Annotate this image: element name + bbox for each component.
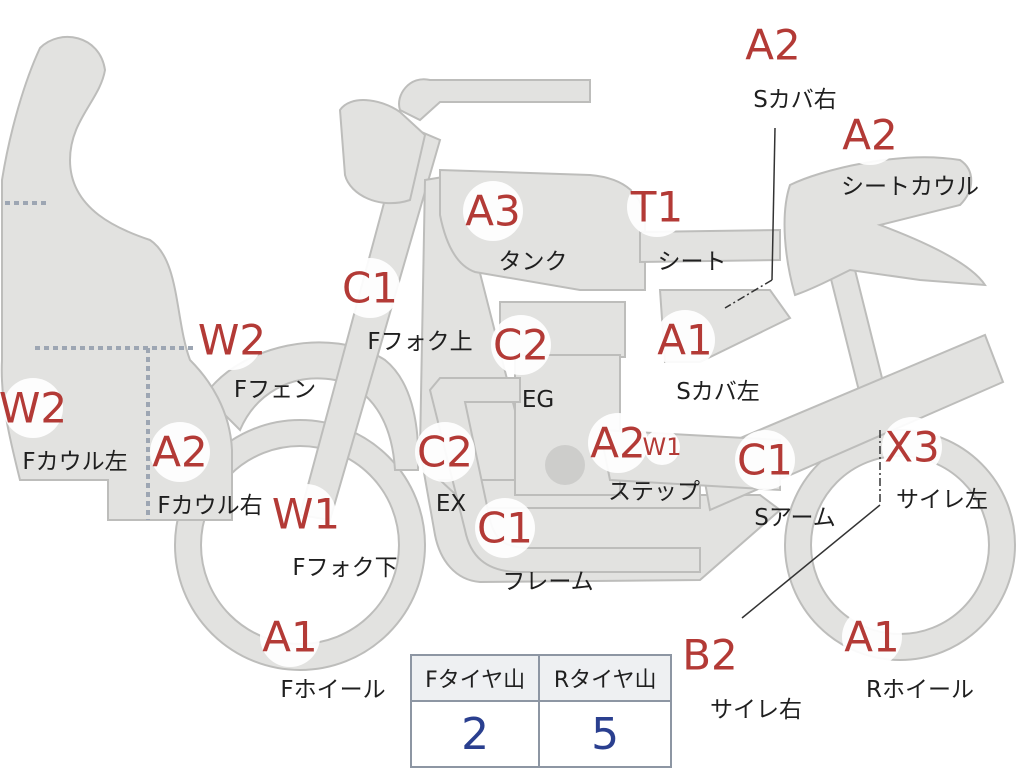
badge-fcowl-right: A2 <box>150 422 210 482</box>
label-fcowl-left: Fカウル左 <box>22 449 127 475</box>
badge-ffender: W2 <box>198 310 266 370</box>
badge-code: C1 <box>477 504 533 553</box>
badge-circle <box>415 422 475 482</box>
badge-code: A1 <box>262 613 317 662</box>
badge-frame: C1 <box>475 498 535 558</box>
badge-circle <box>588 413 648 473</box>
badge-code: C2 <box>417 428 473 477</box>
badge-code: A1 <box>844 613 899 662</box>
badge-circle <box>202 310 262 370</box>
rear-tyre-value: 5 <box>538 700 672 768</box>
badge-code: W2 <box>0 384 67 433</box>
label-fcowl-right: Fカウル右 <box>157 493 262 519</box>
badge-circle <box>150 422 210 482</box>
badge-rwheel: A1 <box>842 607 902 667</box>
badge-code: A1 <box>657 316 712 365</box>
badge-code: A2 <box>745 21 800 70</box>
label-step: ステップ <box>608 479 700 505</box>
seat-cowl-shape <box>783 156 987 297</box>
rear-tyre-header: Rタイヤ山 <box>538 654 672 702</box>
label-seat-cowl: シートカウル <box>841 174 979 200</box>
badge-circle <box>260 607 320 667</box>
badge-circle <box>276 484 336 544</box>
badge-exhaust: C2 <box>415 422 475 482</box>
badge-circle <box>463 181 523 241</box>
badge-code: A2 <box>842 111 897 160</box>
badge-fcowl-left-upper: W2 <box>0 378 67 438</box>
seat-shape <box>639 228 781 264</box>
badge-side-cover-left: A1 <box>655 310 715 370</box>
label-side-cover-right: Sカバ右 <box>753 87 837 113</box>
badge-code: A2 <box>590 419 645 468</box>
badge-code: W2 <box>198 316 266 365</box>
badge-code: C1 <box>737 436 793 485</box>
badge-silencer-left: X3 <box>882 417 942 477</box>
badge-circle <box>627 177 687 237</box>
label-silencer-right: サイレ右 <box>710 697 802 723</box>
leader-side-cover-right-end <box>724 279 773 309</box>
label-ffender: Fフェン <box>234 377 316 403</box>
leader-silencer-right <box>741 504 881 619</box>
badge-circle <box>882 417 942 477</box>
badge-step: A2 <box>588 413 648 473</box>
label-ffork-lower: Fフォク下 <box>292 555 397 581</box>
badge-circle <box>680 625 740 685</box>
label-silencer-left: サイレ左 <box>896 487 988 513</box>
badge-code: B2 <box>682 631 738 680</box>
badge-code: A2 <box>152 428 207 477</box>
badge-side-cover-right: A2 <box>743 15 803 75</box>
badge-code: W1 <box>272 490 340 539</box>
label-rwheel: Rホイール <box>866 677 974 703</box>
badge-seat-cowl: A2 <box>840 105 900 165</box>
badge-step-small: W1 <box>643 429 682 465</box>
badge-circle <box>3 378 63 438</box>
tyre-table-value-row: 2 5 <box>409 700 672 768</box>
front-tyre-header: Fタイヤ山 <box>409 654 541 702</box>
badge-code: W1 <box>643 433 682 461</box>
label-fwheel: Fホイール <box>280 677 385 703</box>
tyre-table-header-row: Fタイヤ山 Rタイヤ山 <box>409 654 672 702</box>
label-layer: Fカウル左 Fカウル右 Fフェン Fフォク上 Fフォク下 Fホイール タンク EG EX フレーム… <box>22 87 988 723</box>
badge-ffork-upper: C1 <box>340 258 400 318</box>
engine-case <box>545 445 585 485</box>
badge-seat: T1 <box>627 177 687 237</box>
badge-swingarm: C1 <box>735 430 795 490</box>
front-tyre-value: 2 <box>409 700 541 768</box>
front-wheel-outline <box>174 419 426 671</box>
tyre-tread-table: Fタイヤ山 Rタイヤ山 2 5 <box>409 654 672 768</box>
badge-ffork-lower: W1 <box>272 484 340 544</box>
badge-tank: A3 <box>463 181 523 241</box>
badge-circle <box>644 429 680 465</box>
badge-engine: C2 <box>491 315 551 375</box>
badge-code: T1 <box>630 183 683 232</box>
label-seat: シート <box>658 249 727 275</box>
headlight-stay <box>338 99 427 205</box>
label-engine: EG <box>522 387 554 413</box>
badge-circle <box>840 105 900 165</box>
leader-side-cover-right <box>771 127 776 281</box>
handlebar <box>398 78 591 122</box>
badge-circle <box>340 258 400 318</box>
badge-code: A3 <box>465 187 520 236</box>
badge-code: X3 <box>884 423 940 472</box>
badge-circle <box>655 310 715 370</box>
badge-circle <box>491 315 551 375</box>
badge-fwheel: A1 <box>260 607 320 667</box>
badge-code: C2 <box>493 321 549 370</box>
label-tank: タンク <box>499 249 568 275</box>
label-frame: フレーム <box>502 569 593 595</box>
badge-circle <box>475 498 535 558</box>
badge-code: C1 <box>342 264 398 313</box>
badge-circle <box>735 430 795 490</box>
badge-silencer-right: B2 <box>680 625 740 685</box>
label-ffork-upper: Fフォク上 <box>367 329 472 355</box>
badge-circle <box>842 607 902 667</box>
rear-wheel-inner <box>810 455 990 635</box>
badge-circle <box>743 15 803 75</box>
label-swingarm: Sアーム <box>754 505 836 531</box>
label-exhaust: EX <box>436 491 467 517</box>
label-side-cover-left: Sカバ左 <box>676 379 760 405</box>
